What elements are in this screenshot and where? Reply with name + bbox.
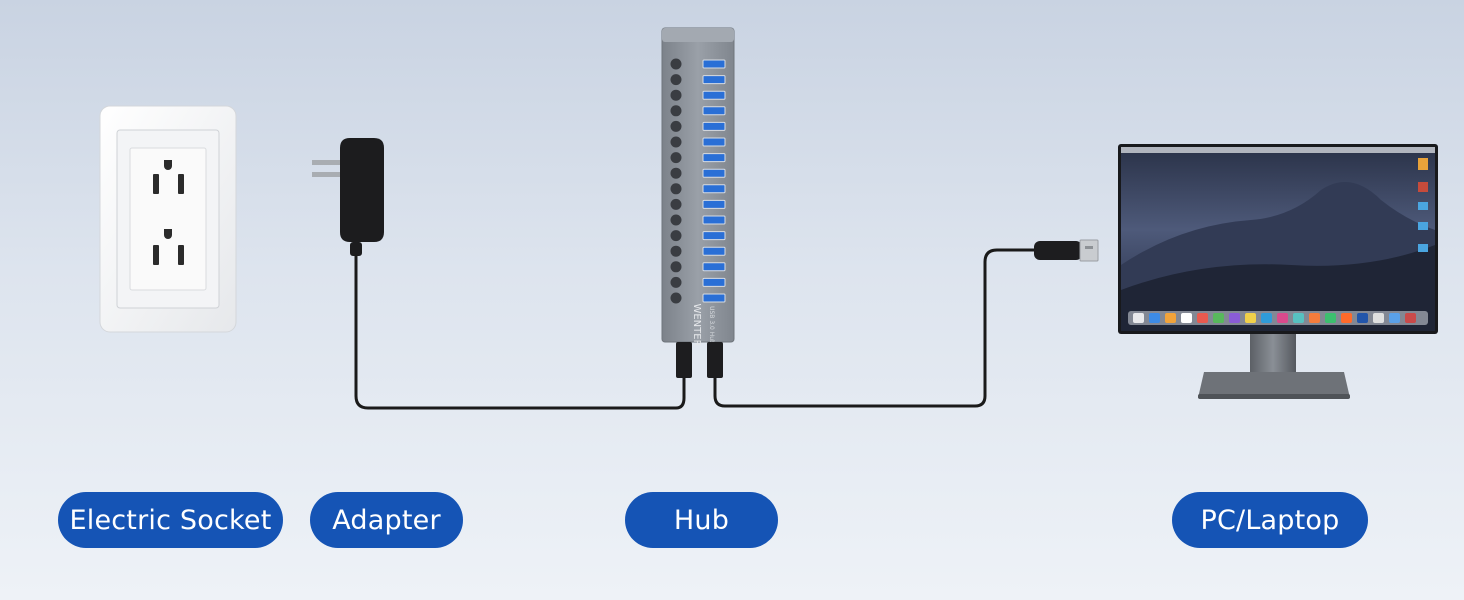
dock-app-icon [1389, 313, 1400, 323]
usb-cable [713, 248, 1038, 408]
dock-app-icon [1213, 313, 1224, 323]
dock-app-icon [1133, 313, 1144, 323]
usb-port [702, 121, 726, 131]
port-switch-button [670, 105, 682, 117]
usb-port [702, 137, 726, 147]
usb-port [702, 168, 726, 178]
port-switch-button [670, 198, 682, 210]
port-switch-button [670, 245, 682, 257]
dock-app-icon [1197, 313, 1208, 323]
dock-app-icon [1181, 313, 1192, 323]
usb-port [702, 59, 726, 69]
usb-port [702, 246, 726, 256]
adapter-cable [354, 254, 686, 410]
port-switch-button [670, 152, 682, 164]
dock-app-icon [1405, 313, 1416, 323]
port-switch-button [670, 89, 682, 101]
port-switch-button [670, 276, 682, 288]
dock-app-icon [1229, 313, 1240, 323]
dock-app-icon [1245, 313, 1256, 323]
usb-port [702, 153, 726, 163]
usb-port [702, 184, 726, 194]
usb-port [702, 199, 726, 209]
dock-app-icon [1277, 313, 1288, 323]
usb-port [702, 106, 726, 116]
usb-port [702, 277, 726, 287]
port-switch-button [670, 136, 682, 148]
dock-app-icon [1325, 313, 1336, 323]
label-pc-laptop: PC/Laptop [1172, 492, 1368, 548]
hub-model-text: USB 3.0 Hub [708, 306, 715, 344]
label-electric-socket: Electric Socket [58, 492, 283, 548]
dock-app-icon [1357, 313, 1368, 323]
dock-app-icon [1149, 313, 1160, 323]
port-switch-button [670, 230, 682, 242]
usb-port [702, 90, 726, 100]
usb-port [702, 293, 726, 303]
port-switch-button [670, 74, 682, 86]
label-adapter: Adapter [310, 492, 463, 548]
usb-port [702, 215, 726, 225]
port-switch-button [670, 261, 682, 273]
dock-app-icon [1309, 313, 1320, 323]
dock-app-icon [1165, 313, 1176, 323]
port-switch-button [670, 58, 682, 70]
hub-brand-text: WENTER [691, 303, 702, 346]
monitor-icon [1118, 144, 1438, 399]
usb-plug-icon [1034, 239, 1099, 262]
cables [354, 248, 1038, 410]
wall-outlet-icon [99, 105, 237, 333]
port-switch-button [670, 214, 682, 226]
dock-app-icon [1293, 313, 1304, 323]
port-switch-button [670, 167, 682, 179]
label-hub: Hub [625, 492, 778, 548]
usb-port [702, 231, 726, 241]
dock-app-icon [1341, 313, 1352, 323]
usb-hub-icon: WENTER USB 3.0 Hub [661, 27, 735, 378]
dock-app-icon [1261, 313, 1272, 323]
dock-app-icon [1373, 313, 1384, 323]
usb-port [702, 75, 726, 85]
power-adapter-icon [312, 138, 384, 256]
usb-port [702, 262, 726, 272]
port-switch-button [670, 120, 682, 132]
port-switch-button [670, 183, 682, 195]
port-switch-button [670, 292, 682, 304]
